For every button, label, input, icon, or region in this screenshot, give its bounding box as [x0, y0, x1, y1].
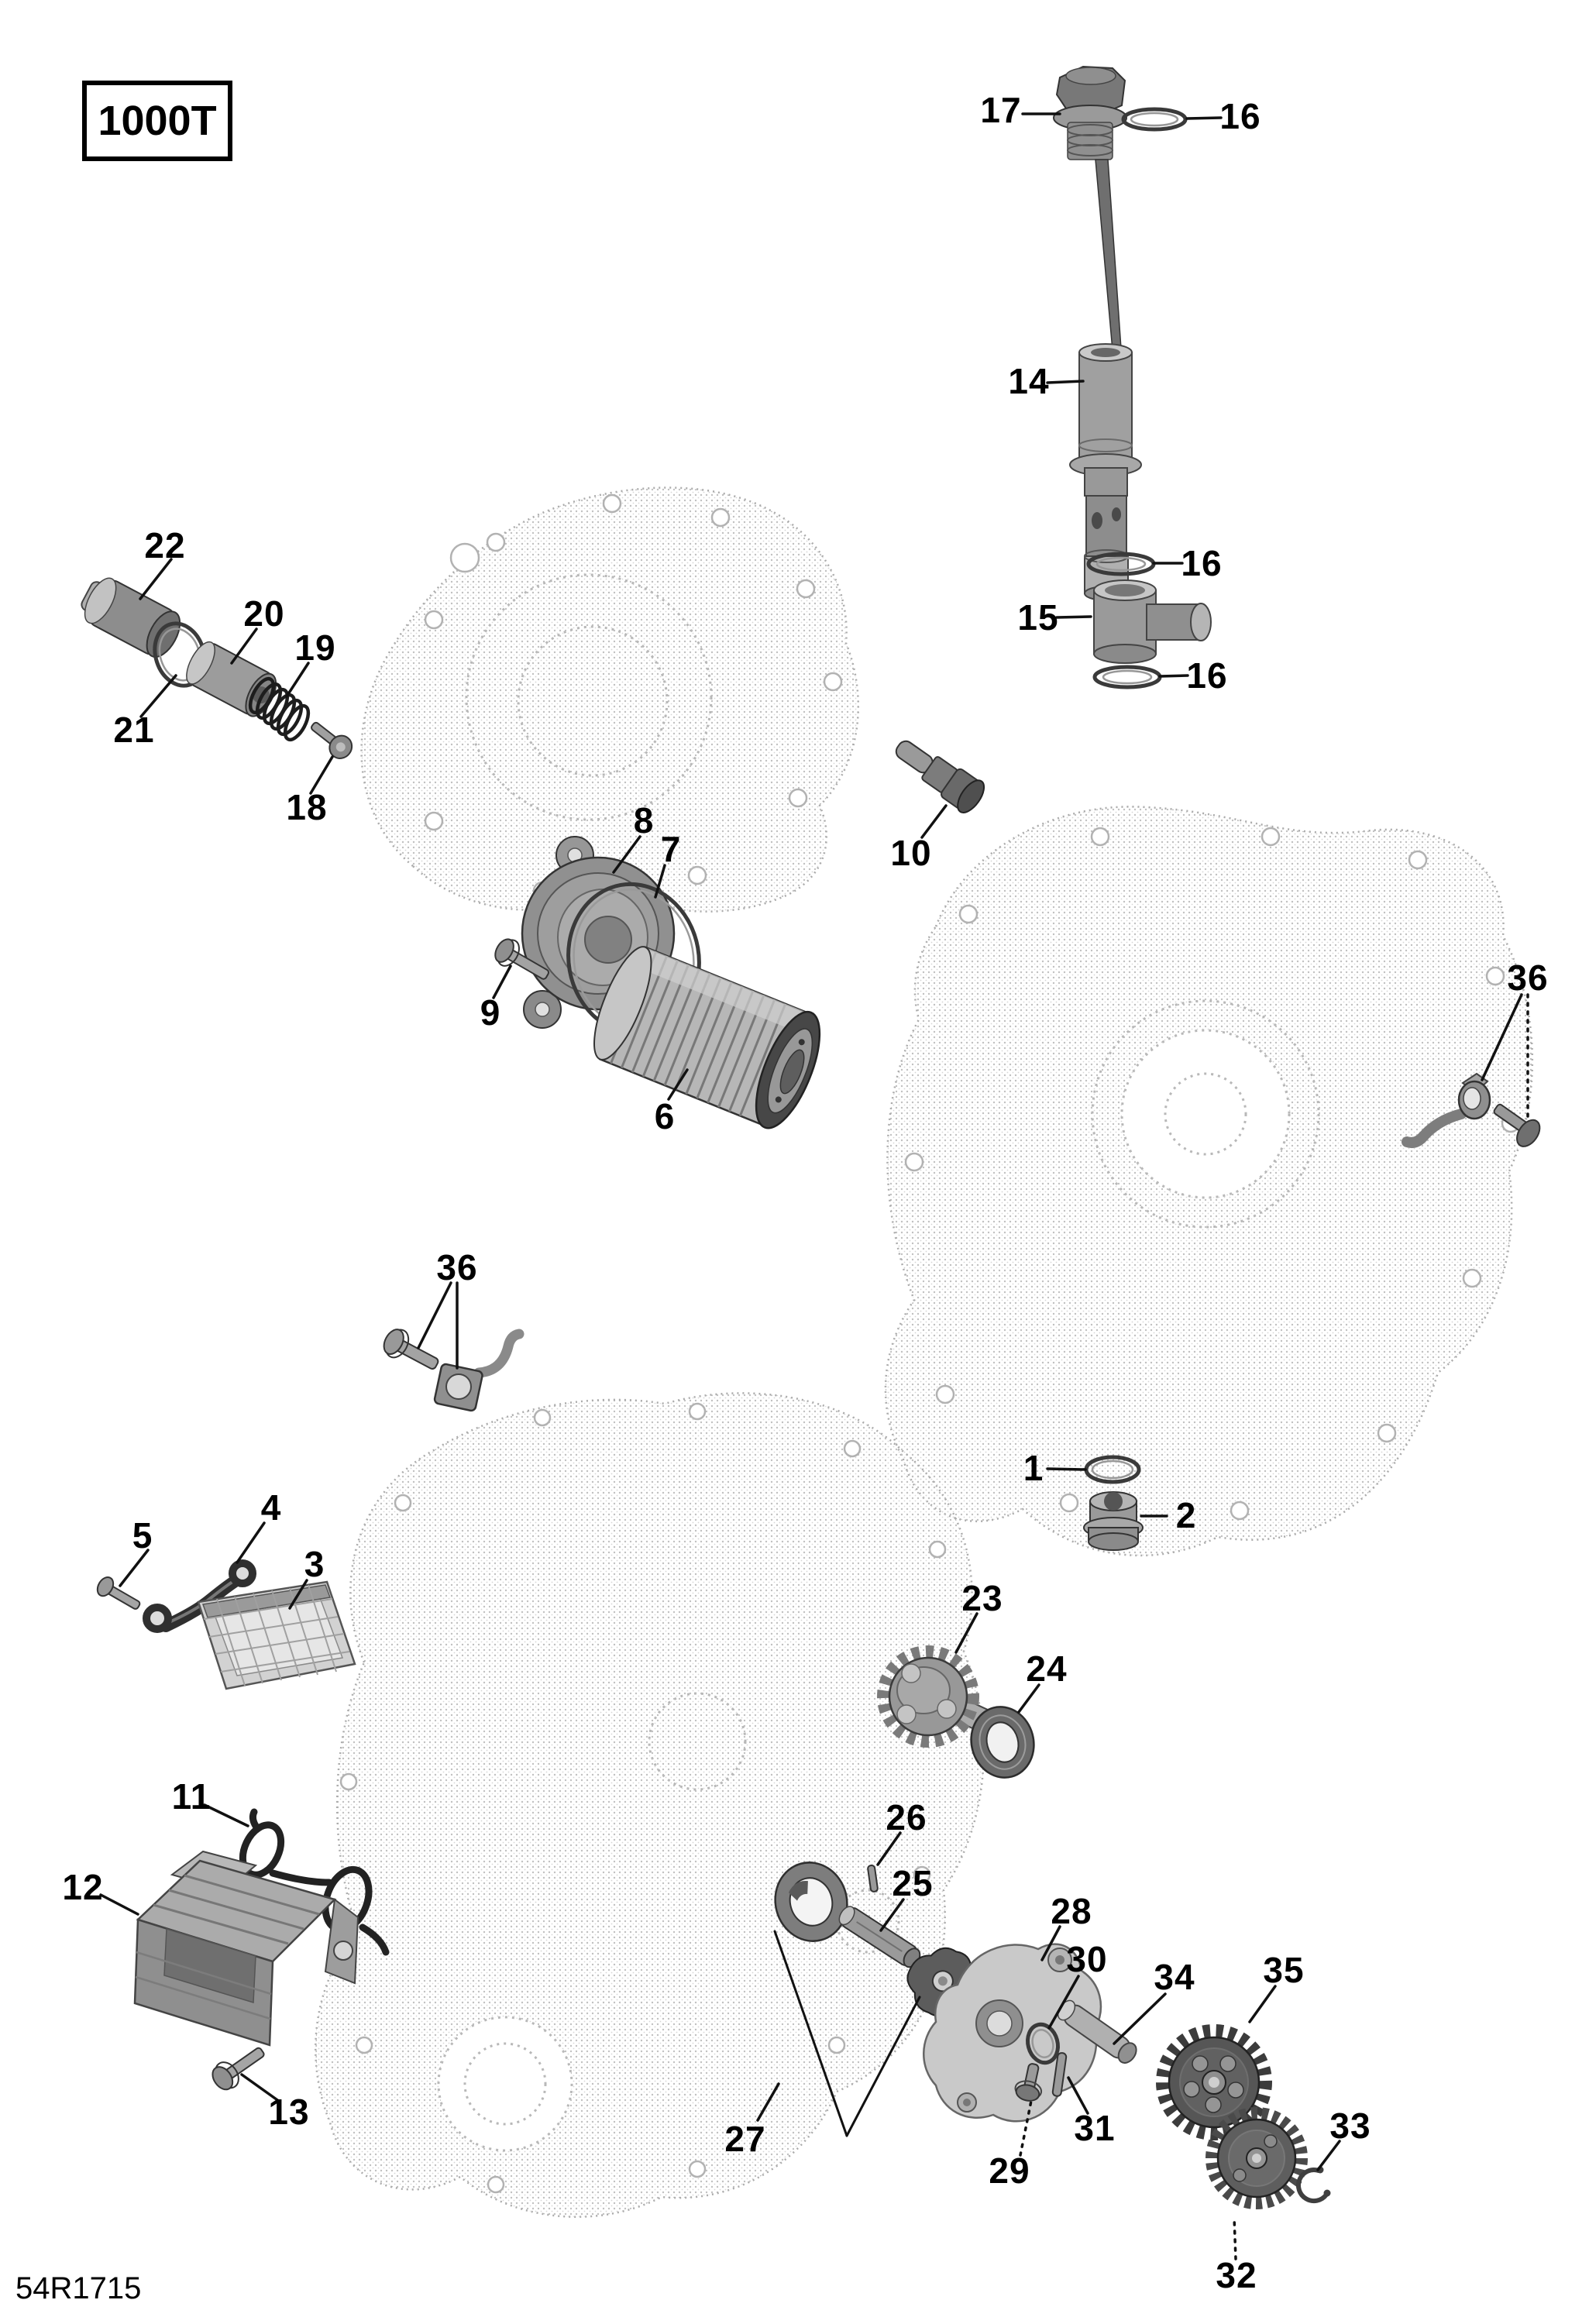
part-oil-pressure-sensor-10	[895, 740, 985, 813]
leader-line-4	[236, 1521, 266, 1564]
lower-crankcase-outline	[315, 1392, 985, 2218]
leader-line-7	[654, 864, 666, 899]
drawing-number: 54R1715	[15, 2271, 142, 2305]
leader-line-11	[203, 1803, 249, 1827]
leader-line-36	[1481, 993, 1523, 1081]
part-oil-cooler-12	[133, 1850, 359, 2047]
group-bracket-line	[845, 1996, 921, 2137]
leader-line-34	[1113, 1992, 1167, 2045]
crankcase-backgrounds	[315, 486, 1534, 2218]
part-pump-outer-rotor	[774, 1862, 848, 1942]
part-oring-16-top	[1121, 107, 1188, 132]
part-seal-24	[970, 1706, 1035, 1779]
leader-lines	[99, 112, 1529, 2260]
part-oil-filter-6	[593, 946, 821, 1129]
leader-line-12	[99, 1893, 139, 1916]
part-pump-oring-30	[1026, 2022, 1060, 2065]
part-relief-plug-22	[81, 577, 181, 658]
part-pump-bolt-29	[1014, 2063, 1043, 2102]
leader-line-30	[1047, 1975, 1080, 2030]
part-drain-plug-2	[1083, 1491, 1144, 1551]
leader-line-27	[756, 2082, 780, 2122]
part-oil-strainer-3	[197, 1580, 356, 1690]
leader-line-31	[1067, 2076, 1089, 2115]
part-dipstick-cap	[1053, 65, 1127, 351]
dipstick-rod	[1095, 159, 1122, 351]
leader-line-21	[139, 674, 177, 718]
clutch-cover-outline	[360, 486, 860, 913]
leader-line-32	[1233, 2216, 1237, 2260]
leader-line-22	[139, 558, 173, 600]
leader-line-23	[954, 1612, 979, 1654]
part-cooler-gasket-11	[239, 1808, 390, 1956]
part-dipstick-tube	[1069, 343, 1142, 601]
leader-line-18	[309, 755, 334, 795]
leader-line-33	[1316, 2140, 1341, 2171]
leader-line-16	[1185, 116, 1223, 120]
part-oring-16-bottom	[1092, 665, 1162, 689]
leader-line-20	[230, 627, 258, 665]
leader-line-29	[1019, 2099, 1033, 2157]
part-dowel-34	[1057, 1999, 1137, 2064]
variant-label: 1000T	[98, 98, 217, 144]
leader-line-28	[1040, 1925, 1061, 1961]
leader-line-13	[240, 2073, 281, 2103]
leader-line-14	[1046, 380, 1085, 384]
leader-line-25	[879, 1898, 905, 1932]
leader-line-1	[1046, 1467, 1087, 1471]
part-clamp-36-middle	[433, 1329, 525, 1412]
part-drive-gear-35	[1156, 2024, 1272, 2140]
part-filler-neck	[1093, 579, 1212, 664]
part-cooler-bolt-13	[212, 2047, 265, 2091]
leader-line-3	[288, 1579, 308, 1610]
leader-line-10	[920, 804, 948, 839]
part-relief-spring-19	[248, 676, 311, 742]
part-circlip-33	[1295, 2166, 1331, 2204]
leader-line-26	[876, 1831, 902, 1866]
leader-line-24	[1017, 1683, 1040, 1714]
leader-line-5	[119, 1549, 150, 1587]
leader-line-6	[667, 1068, 689, 1101]
part-bolt-36-right	[1493, 1103, 1541, 1147]
part-relief-screw-18	[311, 721, 353, 759]
leader-line-35	[1248, 1985, 1277, 2023]
part-pump-pin-26	[867, 1864, 879, 1893]
part-pump-pin-31	[1051, 2052, 1068, 2097]
part-bolt-5	[96, 1576, 141, 1610]
leader-line-9	[492, 964, 512, 999]
leader-line-8	[612, 835, 641, 874]
part-bolt-36-middle	[383, 1329, 439, 1370]
group-bracket-line	[773, 1930, 848, 2137]
leader-line-19	[285, 662, 310, 698]
part-driven-gear-32	[1206, 2107, 1308, 2209]
variant-box: 1000T	[82, 81, 232, 161]
leader-line-36	[417, 1281, 452, 1349]
part-filter-bolt-9	[494, 938, 550, 980]
